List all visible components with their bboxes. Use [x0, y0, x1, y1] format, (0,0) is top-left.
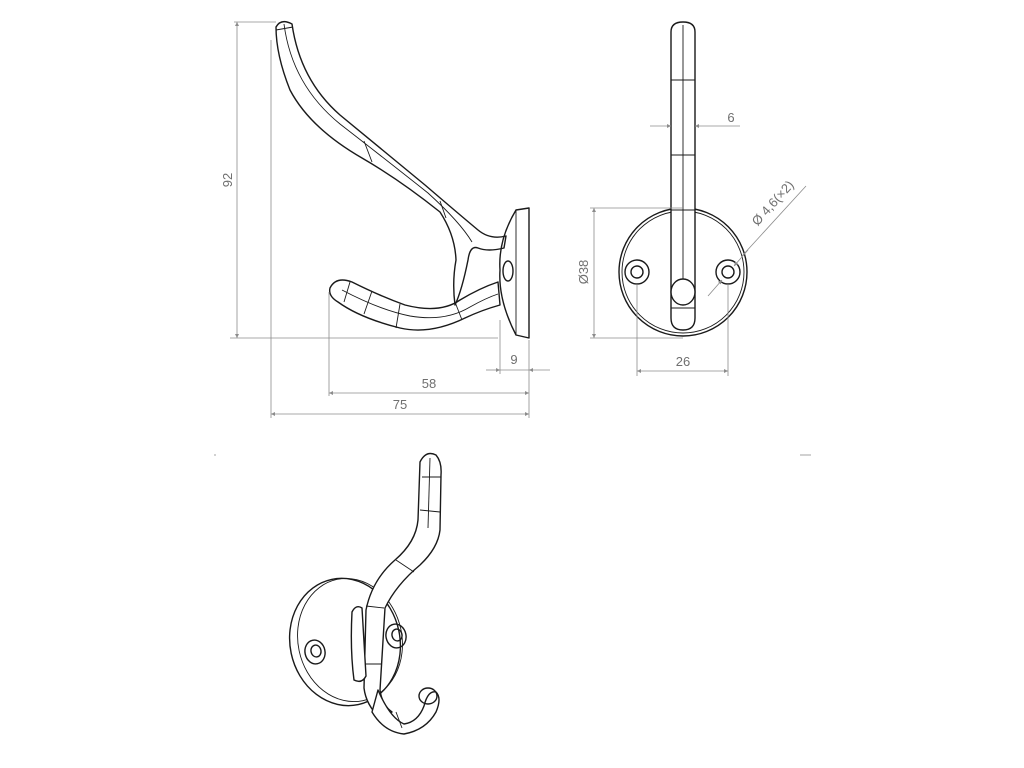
dim-total-width-label: 75 — [393, 397, 407, 412]
dim-hook-reach-label: 58 — [422, 376, 436, 391]
side-view — [275, 20, 530, 339]
iso-hole-right — [385, 623, 407, 649]
dim-hole-spacing-label: 26 — [676, 354, 690, 369]
iso-bracket — [350, 605, 367, 683]
dim-plate-thickness-label: 9 — [510, 352, 517, 367]
iso-hole-left — [304, 639, 326, 665]
isometric-view — [288, 452, 442, 735]
front-view — [618, 21, 748, 337]
side-plate-hole — [502, 260, 514, 282]
iso-upper-arm — [363, 452, 442, 719]
dim-hole-diameter-label: Ø 4,6(×2) — [749, 177, 797, 228]
dim-hook-width-label: 6 — [727, 110, 734, 125]
front-lower-hook-tip — [670, 278, 696, 306]
dim-plate-diameter-label: Ø38 — [576, 260, 591, 285]
side-upper-arm — [275, 20, 507, 306]
dim-height-label: 92 — [220, 173, 235, 187]
side-dimensions: 92 9 58 75 — [220, 21, 550, 418]
side-plate — [499, 207, 530, 339]
